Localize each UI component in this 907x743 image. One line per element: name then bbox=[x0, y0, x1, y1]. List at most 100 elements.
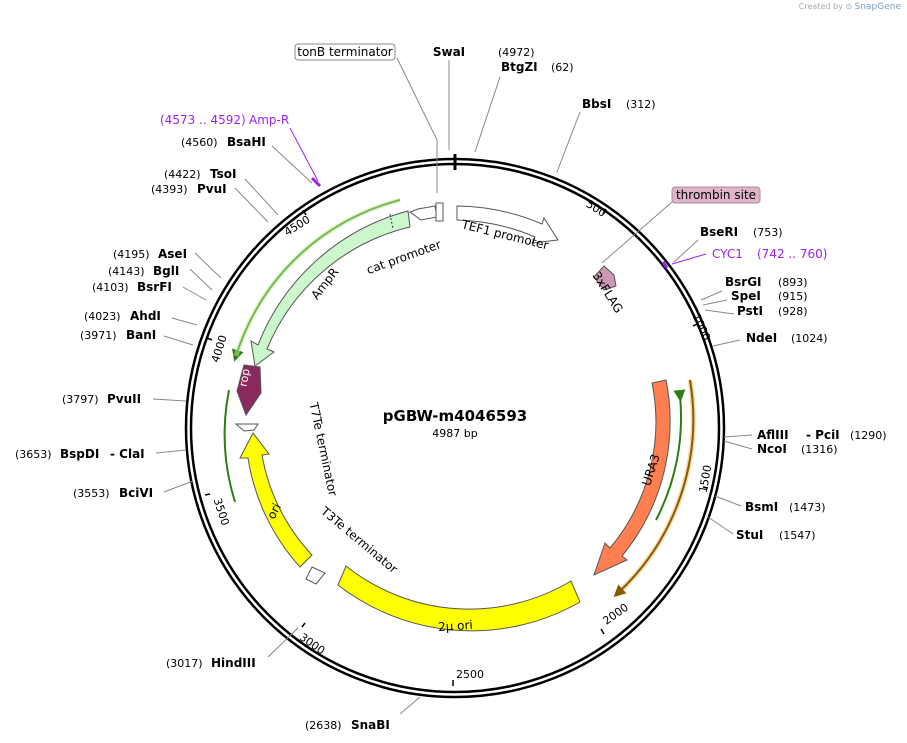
site-pcii-name[interactable]: - PciI bbox=[806, 428, 840, 442]
t7te-terminator-label: T7Te terminator bbox=[306, 400, 340, 497]
tick-1500: 1500 bbox=[697, 464, 715, 494]
site-snabi-pos: (2638) bbox=[305, 719, 342, 732]
tick-2500: 2500 bbox=[456, 668, 484, 681]
site-bspdi-name[interactable]: BspDI bbox=[60, 447, 99, 461]
site-pvuii-name[interactable]: PvuII bbox=[107, 392, 141, 406]
site-spei-pos: (915) bbox=[778, 290, 808, 303]
t7te-terminator-arrow[interactable] bbox=[234, 423, 259, 432]
site-asei-name[interactable]: AseI bbox=[158, 247, 187, 261]
ura3-direction-arc bbox=[655, 389, 686, 521]
site-bcivi-pos: (3553) bbox=[73, 487, 110, 500]
ori-label: ori bbox=[264, 501, 284, 521]
cat-promoter-label: cat promoter bbox=[365, 237, 443, 277]
site-bspdi-pos: (3653) bbox=[15, 448, 52, 461]
rop-label: rop bbox=[237, 368, 253, 388]
site-bgli-pos: (4143) bbox=[108, 265, 145, 278]
primer-cyc1-name[interactable]: CYC1 bbox=[712, 247, 743, 261]
rop-direction-arc bbox=[223, 389, 236, 503]
tonb-terminator-label[interactable]: tonB terminator bbox=[297, 45, 393, 59]
site-bgli-name[interactable]: BglI bbox=[153, 264, 179, 278]
tick-4000: 4000 bbox=[209, 333, 230, 364]
site-spei-name[interactable]: SpeI bbox=[731, 289, 761, 303]
amp-r-leader bbox=[289, 127, 319, 182]
site-leaders bbox=[152, 60, 753, 715]
site-asei-pos: (4195) bbox=[113, 248, 150, 261]
site-bani-pos: (3971) bbox=[80, 329, 117, 342]
snapgene-logo-icon: ⊙ bbox=[845, 2, 853, 11]
site-afliii-name[interactable]: AflIII bbox=[757, 428, 789, 442]
ori-arrow[interactable] bbox=[239, 432, 313, 568]
site-bseri-pos: (753) bbox=[753, 226, 783, 239]
site-tsoi-name[interactable]: TsoI bbox=[210, 167, 236, 181]
primer-amp-r-name[interactable]: Amp-R bbox=[249, 113, 289, 127]
site-bsmi-name[interactable]: BsmI bbox=[745, 500, 778, 514]
t3te-terminator-arrow[interactable] bbox=[305, 566, 326, 585]
site-tsoi-pos: (4422) bbox=[164, 168, 201, 181]
site-ahdi-pos: (4023) bbox=[84, 310, 121, 323]
site-btgzi-name[interactable]: BtgZI bbox=[501, 60, 538, 74]
site-btgzi-pos: (62) bbox=[551, 61, 574, 74]
site-ndei-pos: (1024) bbox=[791, 332, 828, 345]
orange-direction-arc bbox=[613, 379, 695, 598]
tick-1000: 1000 bbox=[690, 312, 713, 343]
site-psti-pos: (928) bbox=[778, 305, 808, 318]
site-hindiii-pos: (3017) bbox=[166, 657, 203, 670]
ampr-divider bbox=[389, 213, 394, 230]
site-bseri-name[interactable]: BseRI bbox=[700, 225, 738, 239]
credit-prefix: Created by bbox=[798, 2, 843, 11]
site-bsmi-pos: (1473) bbox=[789, 501, 826, 514]
site-stui-name[interactable]: StuI bbox=[736, 528, 763, 542]
site-bsrgi-name[interactable]: BsrGI bbox=[725, 275, 762, 289]
3xflag-arrow[interactable] bbox=[593, 265, 617, 291]
site-ncoi-pos: (1316) bbox=[801, 443, 838, 456]
site-ncoi-name[interactable]: NcoI bbox=[757, 442, 787, 456]
site-pvuii-pos: (3797) bbox=[62, 393, 99, 406]
cat-promoter-arrow[interactable] bbox=[408, 205, 438, 221]
site-ahdi-name[interactable]: AhdI bbox=[130, 309, 161, 323]
credit-brand: SnapGene bbox=[854, 2, 901, 12]
site-swai-name[interactable]: SwaI bbox=[433, 45, 465, 59]
site-stui-pos: (1547) bbox=[779, 529, 816, 542]
site-psti-name[interactable]: PstI bbox=[737, 304, 763, 318]
enzyme-labels: SwaI (4972) BtgZI (62) BbsI (312) BseRI … bbox=[15, 45, 887, 732]
2mu-ori-bar[interactable] bbox=[337, 565, 581, 632]
cyc1-leader bbox=[671, 253, 707, 265]
tef1-promoter-arrow[interactable] bbox=[456, 205, 559, 244]
site-swai-pos: (4972) bbox=[498, 46, 535, 59]
site-snabi-name[interactable]: SnaBI bbox=[351, 718, 390, 732]
thrombin-box bbox=[671, 186, 761, 204]
site-bsahi-name[interactable]: BsaHI bbox=[227, 135, 266, 149]
site-bani-name[interactable]: BanI bbox=[126, 328, 156, 342]
ura3-arrow[interactable] bbox=[593, 379, 671, 576]
tick-3000: 3000 bbox=[297, 631, 327, 658]
2mu-ori-label: 2μ ori bbox=[438, 618, 474, 634]
rop-arrow[interactable] bbox=[236, 364, 262, 417]
site-pvui-pos: (4393) bbox=[151, 183, 188, 196]
site-pvui-name[interactable]: PvuI bbox=[197, 182, 227, 196]
plasmid-size: 4987 bp bbox=[432, 427, 477, 440]
site-bsrgi-pos: (893) bbox=[778, 276, 808, 289]
thrombin-site-label[interactable]: thrombin site bbox=[676, 188, 756, 202]
site-clai-name[interactable]: - ClaI bbox=[110, 447, 145, 461]
tick-3500: 3500 bbox=[211, 497, 232, 528]
site-bsrfi-name[interactable]: BsrFI bbox=[137, 280, 172, 294]
site-bsahi-pos: (4560) bbox=[181, 136, 218, 149]
site-bsrfi-pos: (4103) bbox=[92, 281, 129, 294]
site-ndei-name[interactable]: NdeI bbox=[746, 331, 777, 345]
site-bbsi-name[interactable]: BbsI bbox=[582, 97, 611, 111]
tick-2000: 2000 bbox=[600, 601, 630, 628]
site-bbsi-pos: (312) bbox=[626, 98, 656, 111]
cat-promoter-box bbox=[435, 202, 444, 222]
primer-amp-r-range: (4573 .. 4592) bbox=[160, 113, 246, 127]
ampr-arrow[interactable] bbox=[250, 210, 411, 367]
primer-marks bbox=[289, 127, 707, 269]
snapgene-credit: Created by ⊙ SnapGene bbox=[799, 2, 901, 12]
plasmid-name: pGBW-m4046593 bbox=[383, 407, 527, 425]
amp-r-primer-mark bbox=[310, 176, 322, 188]
thrombin-leader bbox=[601, 201, 673, 264]
site-hindiii-name[interactable]: HindIII bbox=[211, 656, 256, 670]
site-bcivi-name[interactable]: BciVI bbox=[119, 486, 153, 500]
cyc1-primer-mark bbox=[661, 261, 669, 269]
